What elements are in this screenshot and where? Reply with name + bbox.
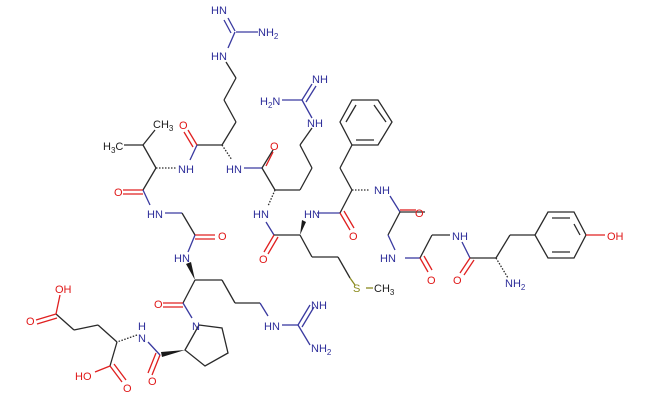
atom-label: N [138,333,146,345]
atom-label: NH2 [258,27,279,41]
atom-label: O [26,316,35,328]
atom-label: O [123,383,132,395]
atom-label: NH [374,185,390,197]
atom-label: O [179,120,188,132]
atom-label: OH [55,284,72,296]
atom-label: HN [147,209,163,221]
atom-label: HN [304,209,320,221]
atom-labels: HN NH2 HN H3C CH3 O NH HN O HN O NH H2N … [26,5,624,395]
atom-label: HN [264,321,280,333]
atom-label: NH2 [311,343,332,357]
atom-label: O [259,254,268,266]
atom-label: O [114,187,123,199]
atom-label: HN [211,5,227,17]
atom-label: HN [211,51,227,63]
atom-label: CH3 [153,119,174,133]
atom-label: OH [607,231,624,243]
atom-label: HN [174,253,190,265]
atom-label: H3C [103,141,123,155]
atom-label: NH [452,231,468,243]
atom-label: O [415,208,424,220]
atom-label: O [154,299,163,311]
atom-label: HN [226,164,242,176]
atom-label: NH [312,74,328,86]
atom-label: H [138,321,146,333]
atom-label: H2N [260,96,280,110]
atom-label: CH3 [374,283,395,297]
atom-label: NH [178,164,194,176]
atom-label: NH2 [505,278,526,292]
atom-label: N [192,321,200,333]
bonds [35,17,605,383]
atom-label: S [353,283,360,295]
atom-label: HN [380,253,396,265]
atom-label: NH [307,118,323,130]
atom-label: O [148,376,157,388]
atom-label: O [453,275,462,287]
atom-label: O [218,231,227,243]
atom-label: HO [75,371,92,383]
atom-label: HN [253,209,269,221]
atom-label: O [427,275,436,287]
atom-label: O [270,141,279,153]
atom-label: NH [311,300,327,312]
atom-label: O [349,231,358,243]
